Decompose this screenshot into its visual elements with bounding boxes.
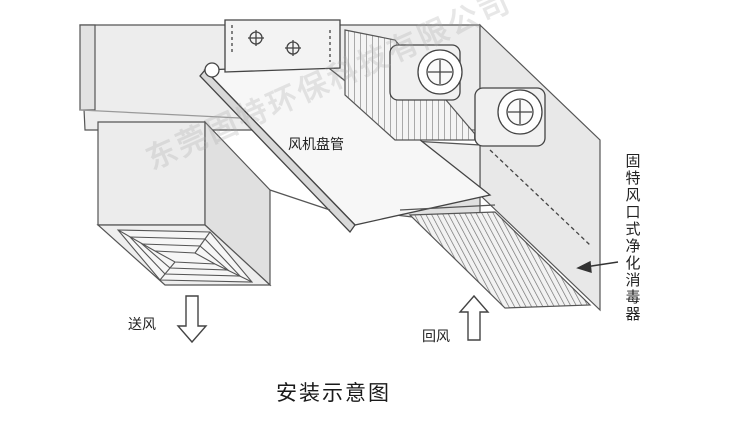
down-arrow-icon: [176, 295, 208, 344]
square-diffuser-icon: [116, 229, 254, 283]
coil-bottom-edge: [269, 189, 331, 211]
return-air-grille: [399, 204, 592, 309]
fan-coil-label: 风机盘管: [288, 137, 344, 153]
supply-air-label: 送风: [128, 317, 156, 333]
left-arrow-icon: [576, 260, 619, 273]
fan-icon: [389, 44, 546, 147]
return-air-label: 回风: [422, 329, 450, 345]
diagram-caption: 安装示意图: [276, 381, 391, 405]
purifier-edge: [489, 149, 591, 246]
purifier-label: 固特风口式净化消毒器: [625, 152, 641, 323]
fan-coil-unit: [199, 19, 492, 234]
up-arrow-icon: [458, 294, 490, 341]
